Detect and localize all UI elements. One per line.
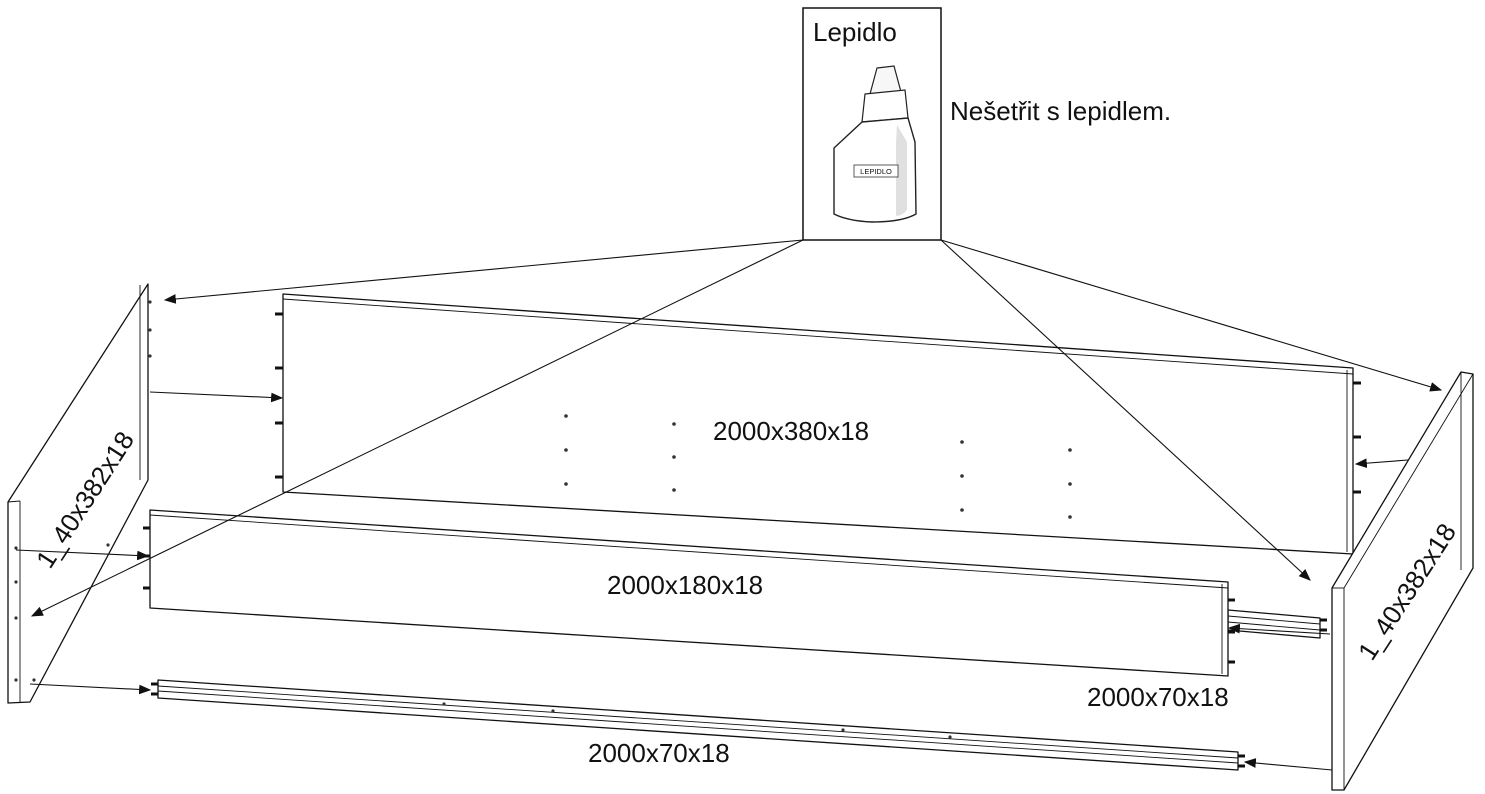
back-panel-dowels xyxy=(275,312,1361,494)
front-panel-label: 2000x180x18 xyxy=(607,570,763,600)
rear-rail-label: 2000x70x18 xyxy=(1087,682,1229,712)
front-rail-label: 2000x70x18 xyxy=(588,738,730,768)
left-side-holes xyxy=(14,300,152,682)
glue-arrows xyxy=(30,239,1443,617)
back-panel-holes xyxy=(564,414,1072,519)
glue-box-title: Lepidlo xyxy=(813,17,897,47)
glue-info-box: Lepidlo LEPIDLO xyxy=(802,7,942,241)
glue-bottle-icon: LEPIDLO xyxy=(833,65,917,223)
rear-rail xyxy=(1220,609,1327,639)
front-rail xyxy=(151,679,1245,771)
assembly-arrows xyxy=(15,391,1409,771)
right-side-panel xyxy=(1331,371,1474,791)
glue-bottle-label: LEPIDLO xyxy=(860,167,892,176)
left-side-panel xyxy=(7,283,152,704)
glue-note: Nešetřit s lepidlem. xyxy=(950,96,1171,126)
back-panel-label: 2000x380x18 xyxy=(713,416,869,446)
